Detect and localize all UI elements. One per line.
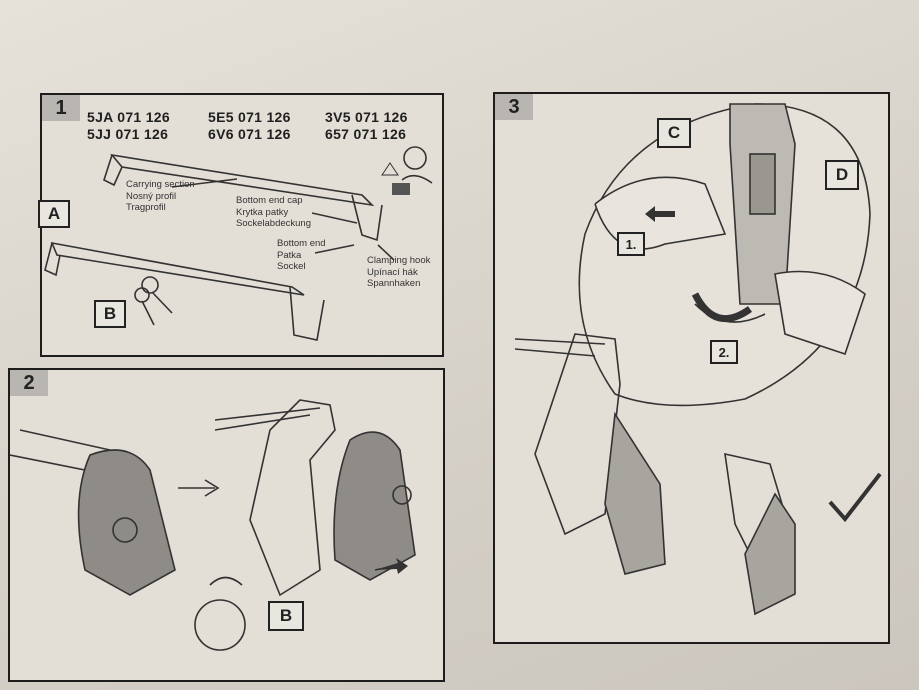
part-number: 3V5 071 126 (325, 109, 408, 125)
part-number: 5E5 071 126 (208, 109, 291, 125)
part-number: 5JJ 071 126 (87, 126, 169, 142)
step-number: 3 (495, 94, 533, 120)
step-1-panel: 1 5JA 071 126 5E5 071 126 3V5 071 126 5J… (38, 93, 444, 357)
step-number: 1 (42, 95, 80, 121)
label-d: D (825, 160, 859, 190)
bottom-end-cap-label: Bottom end cap Krytka patky Sockelabdeck… (236, 195, 311, 229)
label-a: A (38, 200, 70, 228)
part-number: 657 071 126 (325, 126, 407, 142)
label-c: C (657, 118, 691, 148)
step-1-label: 1. (617, 232, 645, 256)
end-cap-removal-illustration (10, 399, 416, 651)
step-number: 2 (10, 370, 48, 396)
bottom-end-label: Bottom end Patka Sockel (277, 238, 326, 272)
label-b: B (94, 300, 126, 328)
label-b: B (268, 601, 304, 631)
part-number: 6V6 071 126 (208, 126, 291, 142)
step-2-label: 2. (710, 340, 738, 364)
carrying-section-label: Carrying section Nosný profil Tragprofil (126, 179, 195, 213)
clamping-hook-adjust-illustration (514, 103, 882, 616)
part-number: 5JA 071 126 (87, 109, 170, 125)
clamping-hook-label: Clamping hook Upínací hák Spannhaken (367, 255, 431, 289)
roof-bar-illustration (44, 146, 433, 341)
step-3-panel: 3 C D 1. 2. (493, 92, 890, 644)
step-2-panel: 2 B (8, 368, 445, 682)
